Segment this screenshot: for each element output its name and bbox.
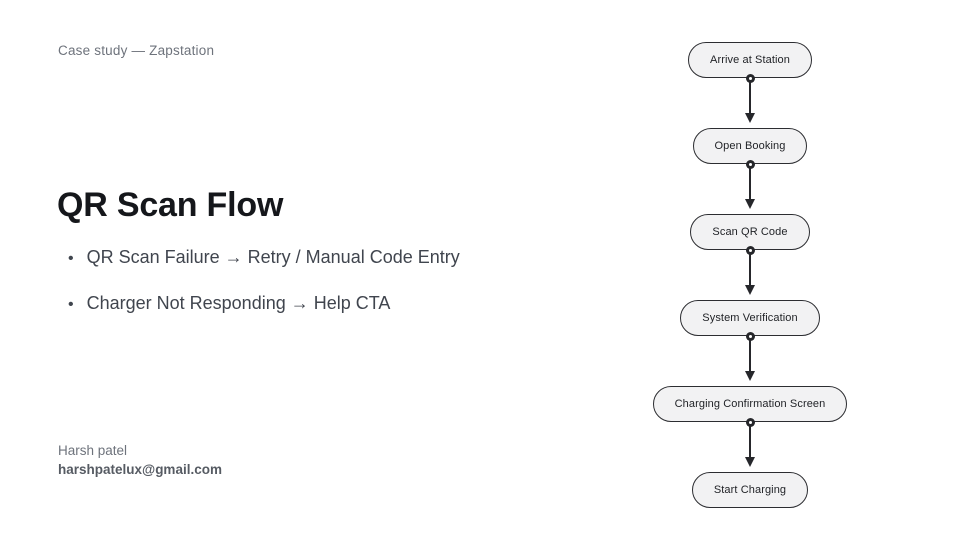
arrow-down-icon — [744, 285, 755, 295]
flow-node-scan-qr-code: Scan QR Code — [690, 214, 810, 250]
arrow-down-icon — [744, 199, 755, 209]
author-block: Harsh patel harshpatelux@gmail.com — [58, 441, 222, 479]
bullet-marker: • — [68, 296, 74, 313]
bullet-text: Charger Not Responding → Help CTA — [86, 293, 391, 313]
connector-line — [749, 164, 751, 202]
arrow-down-icon — [744, 113, 755, 123]
flow-connector — [742, 159, 758, 214]
flow-node-arrive-at-station: Arrive at Station — [688, 42, 812, 78]
flowchart: Arrive at Station Open Booking Scan QR C… — [560, 42, 940, 508]
connector-line — [749, 422, 751, 460]
bullet-text: QR Scan Failure → Retry / Manual Code En… — [86, 247, 460, 267]
connector-dot — [745, 245, 755, 255]
author-email: harshpatelux@gmail.com — [58, 462, 222, 477]
flow-node-charging-confirmation-screen: Charging Confirmation Screen — [652, 386, 848, 422]
flow-node-label: Scan QR Code — [712, 226, 788, 238]
flow-node-label: Arrive at Station — [710, 54, 790, 66]
flow-connector — [742, 73, 758, 128]
flow-node-label: Charging Confirmation Screen — [674, 398, 826, 410]
connector-dot — [745, 159, 755, 169]
flow-connector — [742, 245, 758, 300]
connector-line — [749, 78, 751, 116]
flow-connector — [742, 331, 758, 386]
case-study-label: Case study — Zapstation — [58, 43, 215, 58]
arrow-down-icon — [744, 371, 755, 381]
flow-node-open-booking: Open Booking — [692, 128, 808, 164]
flow-node-system-verification: System Verification — [680, 300, 820, 336]
flow-connector — [742, 417, 758, 472]
flow-node-label: System Verification — [702, 312, 798, 324]
connector-dot — [745, 417, 755, 427]
author-name: Harsh patel — [58, 443, 128, 458]
page-title: QR Scan Flow — [57, 186, 284, 224]
flow-node-start-charging: Start Charging — [691, 472, 809, 508]
connector-dot — [745, 73, 755, 83]
flow-node-label: Open Booking — [714, 140, 786, 152]
connector-line — [749, 250, 751, 288]
connector-dot — [745, 331, 755, 341]
arrow-down-icon — [744, 457, 755, 467]
bullet-item: • Charger Not Responding → Help CTA — [68, 292, 460, 316]
connector-line — [749, 336, 751, 374]
bullet-list: • QR Scan Failure → Retry / Manual Code … — [68, 246, 460, 316]
flow-node-label: Start Charging — [713, 484, 787, 496]
bullet-item: • QR Scan Failure → Retry / Manual Code … — [68, 246, 460, 270]
bullet-marker: • — [68, 250, 74, 267]
